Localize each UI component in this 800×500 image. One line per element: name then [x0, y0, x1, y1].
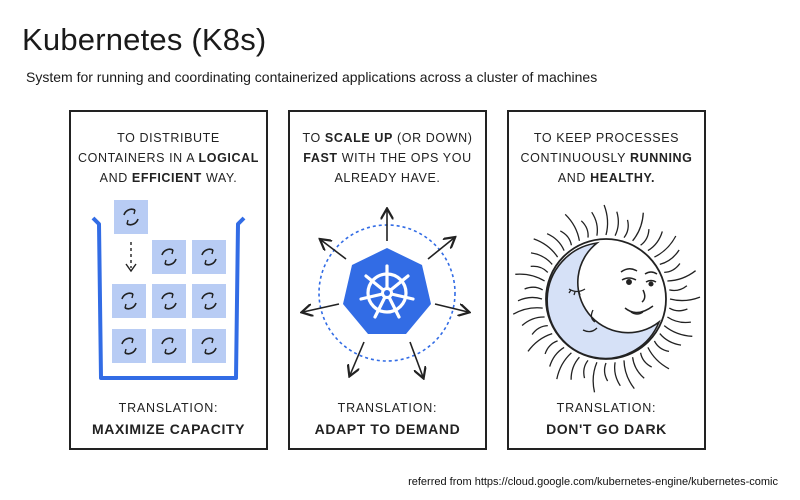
heading-text: AND	[99, 171, 132, 185]
container-cell	[112, 329, 146, 363]
heading-text: CONTAINERS IN A	[78, 151, 199, 165]
panel-heading: TO DISTRIBUTE CONTAINERS IN A LOGICAL AN…	[77, 128, 260, 188]
heading-emphasis: FAST	[303, 151, 338, 165]
sun-ray	[664, 263, 681, 274]
sun-ray	[659, 249, 680, 266]
heading-emphasis: EFFICIENT	[131, 171, 202, 185]
sun-ray	[533, 238, 559, 258]
sun-ray	[530, 252, 553, 265]
caption-label: TRANSLATION:	[337, 401, 438, 415]
caption-value: ADAPT TO DEMAND	[314, 421, 461, 437]
panel-heading: TO SCALE UP (OR DOWN) FAST WITH THE OPS …	[296, 128, 479, 188]
sun-face-icon	[620, 268, 658, 315]
heading-emphasis: HEALTHY.	[590, 171, 656, 185]
container-cell	[152, 329, 186, 363]
sun-ray	[549, 346, 565, 367]
sun-ray	[659, 333, 682, 346]
container-cell	[192, 240, 226, 274]
scaling-illustration	[290, 194, 485, 394]
sun-ray	[613, 362, 621, 387]
sun-ray	[667, 270, 696, 282]
sun-ray	[524, 286, 544, 291]
sun-ray	[603, 204, 609, 236]
sun-rays-icon	[512, 204, 701, 393]
sun-ray	[546, 233, 565, 251]
moon-face-icon	[568, 288, 598, 333]
sun-ray	[623, 360, 635, 389]
sun-ray	[614, 211, 619, 236]
container-cell	[192, 284, 226, 318]
sun-ray	[663, 325, 693, 337]
heading-text: (OR DOWN)	[392, 131, 473, 145]
sun-ray	[570, 356, 580, 380]
container-cell	[112, 284, 146, 318]
sun-ray	[515, 273, 545, 282]
kubernetes-helm-icon	[343, 248, 431, 334]
sun-ray	[530, 265, 549, 273]
container-falling	[114, 200, 148, 234]
sun-ray	[669, 296, 701, 302]
sun-ray	[564, 213, 581, 241]
sun-moon-illustration	[512, 204, 701, 393]
sun-ray	[517, 296, 543, 302]
sun-ray	[654, 235, 677, 258]
panel-caption: TRANSLATION: DON'T GO DARK	[513, 398, 700, 440]
panel-caption: TRANSLATION: MAXIMIZE CAPACITY	[75, 398, 262, 440]
sun-ray	[639, 352, 653, 368]
page-title: Kubernetes (K8s)	[22, 22, 267, 57]
heading-text: TO	[302, 131, 325, 145]
arrow-icon	[303, 210, 468, 377]
panel-heading: TO KEEP PROCESSES CONTINUOUSLY RUNNING A…	[515, 128, 698, 188]
sun-ray	[667, 316, 691, 324]
page-subtitle: System for running and coordinating cont…	[26, 69, 598, 85]
sun-ray	[559, 230, 573, 246]
sun-ray	[640, 229, 650, 246]
heading-text: WAY.	[201, 171, 238, 185]
sun-ray	[623, 219, 629, 239]
sun-ray	[556, 352, 572, 380]
sun-ray	[603, 362, 609, 382]
container-cell	[152, 240, 186, 274]
source-credit: referred from https://cloud.google.com/k…	[408, 476, 778, 488]
panel-adapt-to-demand: TO SCALE UP (OR DOWN) FAST WITH THE OPS …	[288, 110, 487, 450]
sun-ray	[632, 212, 644, 242]
heading-text: TO DISTRIBUTE	[117, 131, 220, 145]
heading-text: ALREADY HAVE.	[334, 171, 441, 185]
sun-ray	[653, 340, 670, 353]
heading-emphasis: SCALE UP	[324, 131, 393, 145]
sun-ray	[669, 285, 688, 292]
sun-ray	[512, 307, 543, 315]
sun-ray	[591, 211, 599, 236]
bin-outline	[91, 216, 246, 380]
panel-maximize-capacity: TO DISTRIBUTE CONTAINERS IN A LOGICAL AN…	[69, 110, 268, 450]
sun-ray	[580, 220, 589, 238]
sun-ray	[531, 324, 548, 335]
sun-ray	[647, 347, 670, 370]
caption-label: TRANSLATION:	[118, 401, 219, 415]
heading-emphasis: RUNNING	[629, 151, 693, 165]
heading-emphasis: LOGICAL	[198, 151, 259, 165]
caption-value: MAXIMIZE CAPACITY	[91, 421, 246, 437]
sun-ray	[592, 362, 598, 393]
panel-caption: TRANSLATION: ADAPT TO DEMAND	[294, 398, 481, 440]
caption-value: DON'T GO DARK	[546, 421, 667, 437]
sun-ray	[583, 359, 589, 379]
heading-text: TO KEEP PROCESSES	[533, 131, 680, 145]
sun-ray	[521, 316, 545, 326]
sun-ray	[668, 307, 688, 312]
heading-text: WITH THE OPS YOU	[337, 151, 472, 165]
sun-ray	[647, 231, 663, 252]
moon-icon	[546, 241, 661, 360]
caption-label: TRANSLATION:	[556, 401, 657, 415]
sun-ray	[527, 332, 553, 352]
heading-text: AND	[557, 171, 591, 185]
panel-dont-go-dark: TO KEEP PROCESSES CONTINUOUSLY RUNNING A…	[507, 110, 706, 450]
heading-text: CONTINUOUSLY	[520, 151, 630, 165]
sun-ray	[544, 340, 558, 355]
container-bin-illustration	[91, 200, 246, 380]
sun-ray	[631, 357, 645, 379]
container-cell	[152, 284, 186, 318]
container-cell	[192, 329, 226, 363]
